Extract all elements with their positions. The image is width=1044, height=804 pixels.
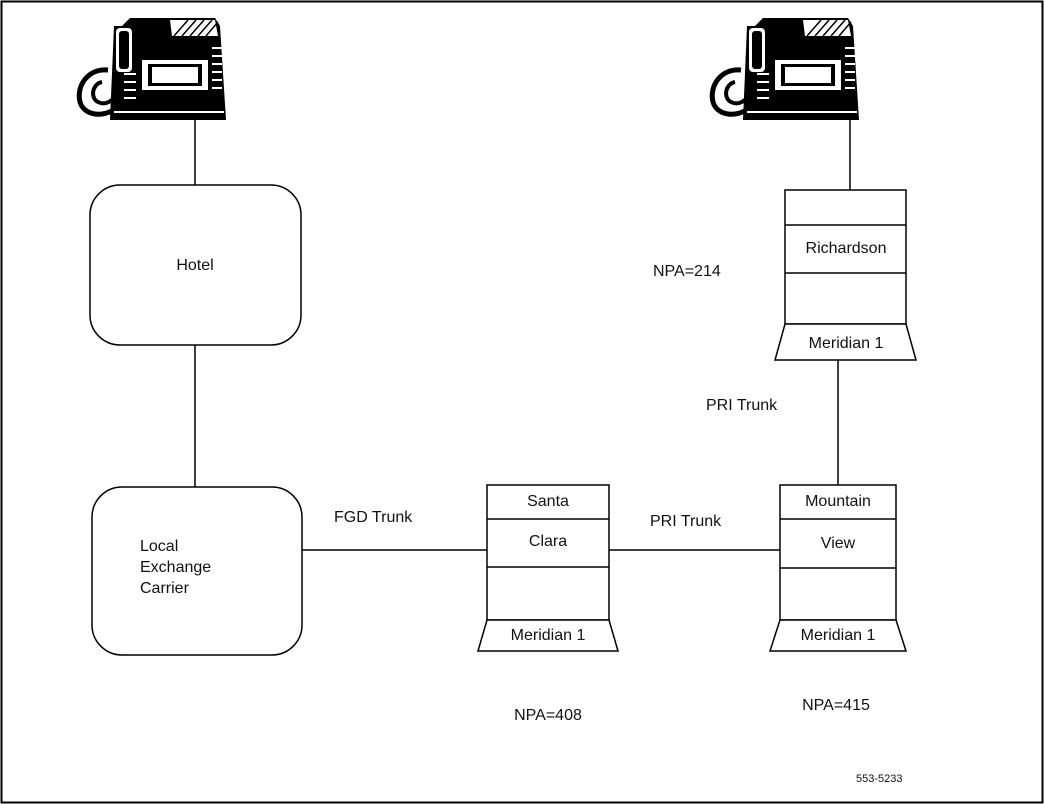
richardson-switch	[774, 189, 917, 361]
npa-214-label: NPA=214	[653, 263, 721, 280]
mountain-view-switch	[768, 484, 908, 652]
pri-trunk-horizontal-label: PRI Trunk	[650, 513, 722, 530]
fgd-trunk-label: FGD Trunk	[334, 509, 413, 526]
mountain-view-label-line2: View	[820, 535, 856, 552]
santa-clara-label-line1: Santa	[527, 493, 569, 510]
figure-id-label: 553-5233	[856, 773, 903, 785]
mountain-view-label-line1: Mountain	[805, 493, 871, 510]
telephone-icon	[712, 18, 859, 120]
lec-label-line1: Local	[140, 538, 179, 555]
richardson-label: Richardson	[805, 240, 887, 257]
hotel-label: Hotel	[176, 257, 214, 274]
santa-clara-switch	[477, 484, 619, 652]
richardson-meridian-label: Meridian 1	[808, 335, 884, 352]
hotel-node	[89, 184, 302, 346]
lec-node	[91, 486, 303, 656]
pri-trunk-vertical-label: PRI Trunk	[706, 397, 778, 414]
npa-408-label: NPA=408	[514, 707, 582, 724]
santa-clara-meridian-label: Meridian 1	[510, 627, 586, 644]
telephone-icon	[79, 18, 226, 120]
npa-415-label: NPA=415	[802, 697, 870, 714]
santa-clara-label-line2: Clara	[528, 533, 568, 550]
mountain-view-meridian-label: Meridian 1	[800, 627, 876, 644]
lec-label-line3: Carrier	[140, 580, 189, 597]
lec-label-line2: Exchange	[140, 559, 212, 576]
